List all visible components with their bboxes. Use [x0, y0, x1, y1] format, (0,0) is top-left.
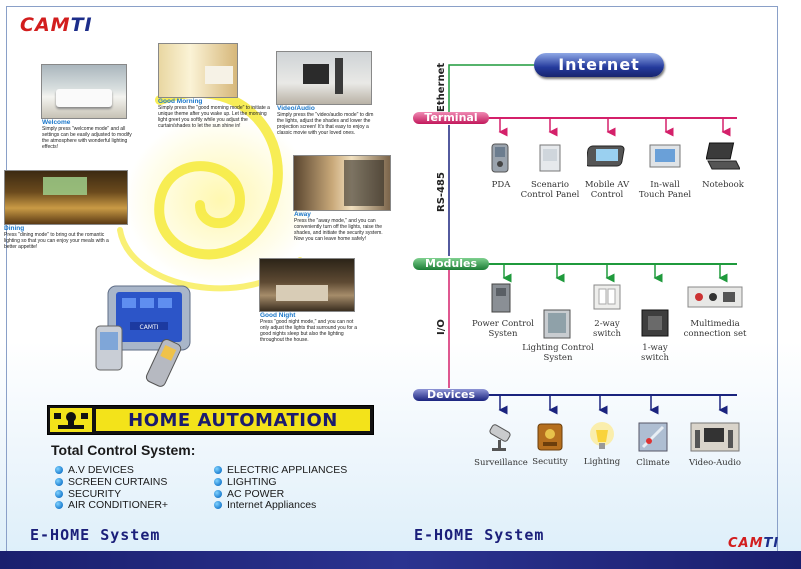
io-label: I/O — [436, 319, 447, 335]
away-photo — [293, 155, 391, 211]
multimedia-connection-icon — [687, 286, 743, 308]
device-item-label: Surveillance — [474, 458, 528, 468]
lighting-icon — [590, 422, 614, 449]
device-item-label: Lighting — [583, 457, 621, 467]
away-title: Away — [294, 211, 311, 218]
security-icon — [537, 423, 563, 451]
ehome-footer-right: E-HOME System — [414, 526, 545, 544]
feature-item: LIGHTING — [214, 476, 277, 488]
home-automation-bar: HOME AUTOMATION — [96, 409, 370, 431]
lighting-control-icon — [543, 309, 571, 339]
good-night-photo — [259, 258, 355, 312]
surveillance-camera-icon — [489, 424, 511, 451]
camti-logo-bottom: CAMTI — [728, 536, 780, 551]
dining-photo — [4, 170, 128, 225]
video-audio-photo — [276, 51, 372, 105]
good-night-text: Press "good night mode," and you can not… — [260, 319, 358, 343]
welcome-photo — [41, 64, 127, 119]
ehome-footer-left: E-HOME System — [30, 526, 161, 544]
total-control-title: Total Control System: — [51, 442, 196, 458]
in-wall-touch-panel-icon — [649, 144, 681, 168]
feature-item: SECURITY — [55, 488, 121, 500]
feature-item: A.V DEVICES — [55, 464, 134, 476]
home-automation-banner: HOME AUTOMATION — [47, 405, 374, 435]
devices-pill: Devices — [413, 389, 489, 401]
feature-item: Internet Appliances — [214, 499, 316, 511]
good-morning-text: Simply press the "good morning mode" to … — [158, 105, 270, 129]
light-swirl-graphic — [117, 88, 315, 292]
ethernet-label: Ethernet — [436, 62, 447, 112]
mobile-av-control-icon — [587, 145, 625, 167]
internet-badge: Internet — [534, 53, 664, 77]
one-way-switch-icon — [641, 309, 669, 337]
camti-logo-top: CAMTI — [20, 14, 93, 36]
device-item-label: Secutity — [532, 457, 568, 467]
feature-item: AIR CONDITIONER+ — [55, 499, 168, 511]
video-audio-text: Simply press the "video/audio mode" to d… — [277, 112, 374, 136]
welcome-text: Simply press "welcome mode" and all sett… — [42, 126, 132, 150]
feature-item: AC POWER — [214, 488, 284, 500]
network-diagram — [448, 64, 737, 415]
dining-title: Dining — [4, 225, 25, 232]
bottom-band — [0, 551, 801, 569]
device-item-label: Climate — [636, 458, 670, 468]
rs485-label: RS-485 — [436, 172, 447, 212]
dining-text: Press "dining mode" to bring out the rom… — [4, 232, 109, 250]
good-night-title: Good Night — [260, 312, 296, 319]
modules-pill: Modules — [413, 258, 489, 270]
power-control-icon — [491, 283, 511, 313]
internet-label: Internet — [558, 55, 640, 74]
home-automation-icon — [50, 408, 92, 432]
good-morning-title: Good Morning — [158, 98, 203, 105]
pda-icon — [491, 143, 509, 173]
video-audio-icon — [690, 422, 740, 452]
device-item-label: Video-Audio — [688, 458, 742, 468]
climate-icon — [638, 422, 668, 452]
feature-item: ELECTRIC APPLIANCES — [214, 464, 347, 476]
feature-item: SCREEN CURTAINS — [55, 476, 167, 488]
welcome-title: Welcome — [42, 119, 71, 126]
notebook-icon — [706, 142, 740, 170]
good-morning-photo — [158, 43, 238, 98]
video-audio-title: Video/Audio — [277, 105, 315, 112]
touch-panel-phones-image: CAMTI — [95, 285, 191, 387]
home-automation-text: HOME AUTOMATION — [128, 410, 338, 431]
away-text: Press the "away mode," and you can conve… — [294, 218, 383, 242]
svg-text:CAMTI: CAMTI — [140, 324, 159, 331]
terminal-item-label: Notebook — [702, 180, 744, 190]
terminal-pill: Terminal — [413, 112, 489, 124]
terminal-item-label: PDA — [491, 180, 511, 190]
two-way-switch-icon — [593, 284, 621, 310]
scenario-panel-icon — [539, 144, 561, 172]
